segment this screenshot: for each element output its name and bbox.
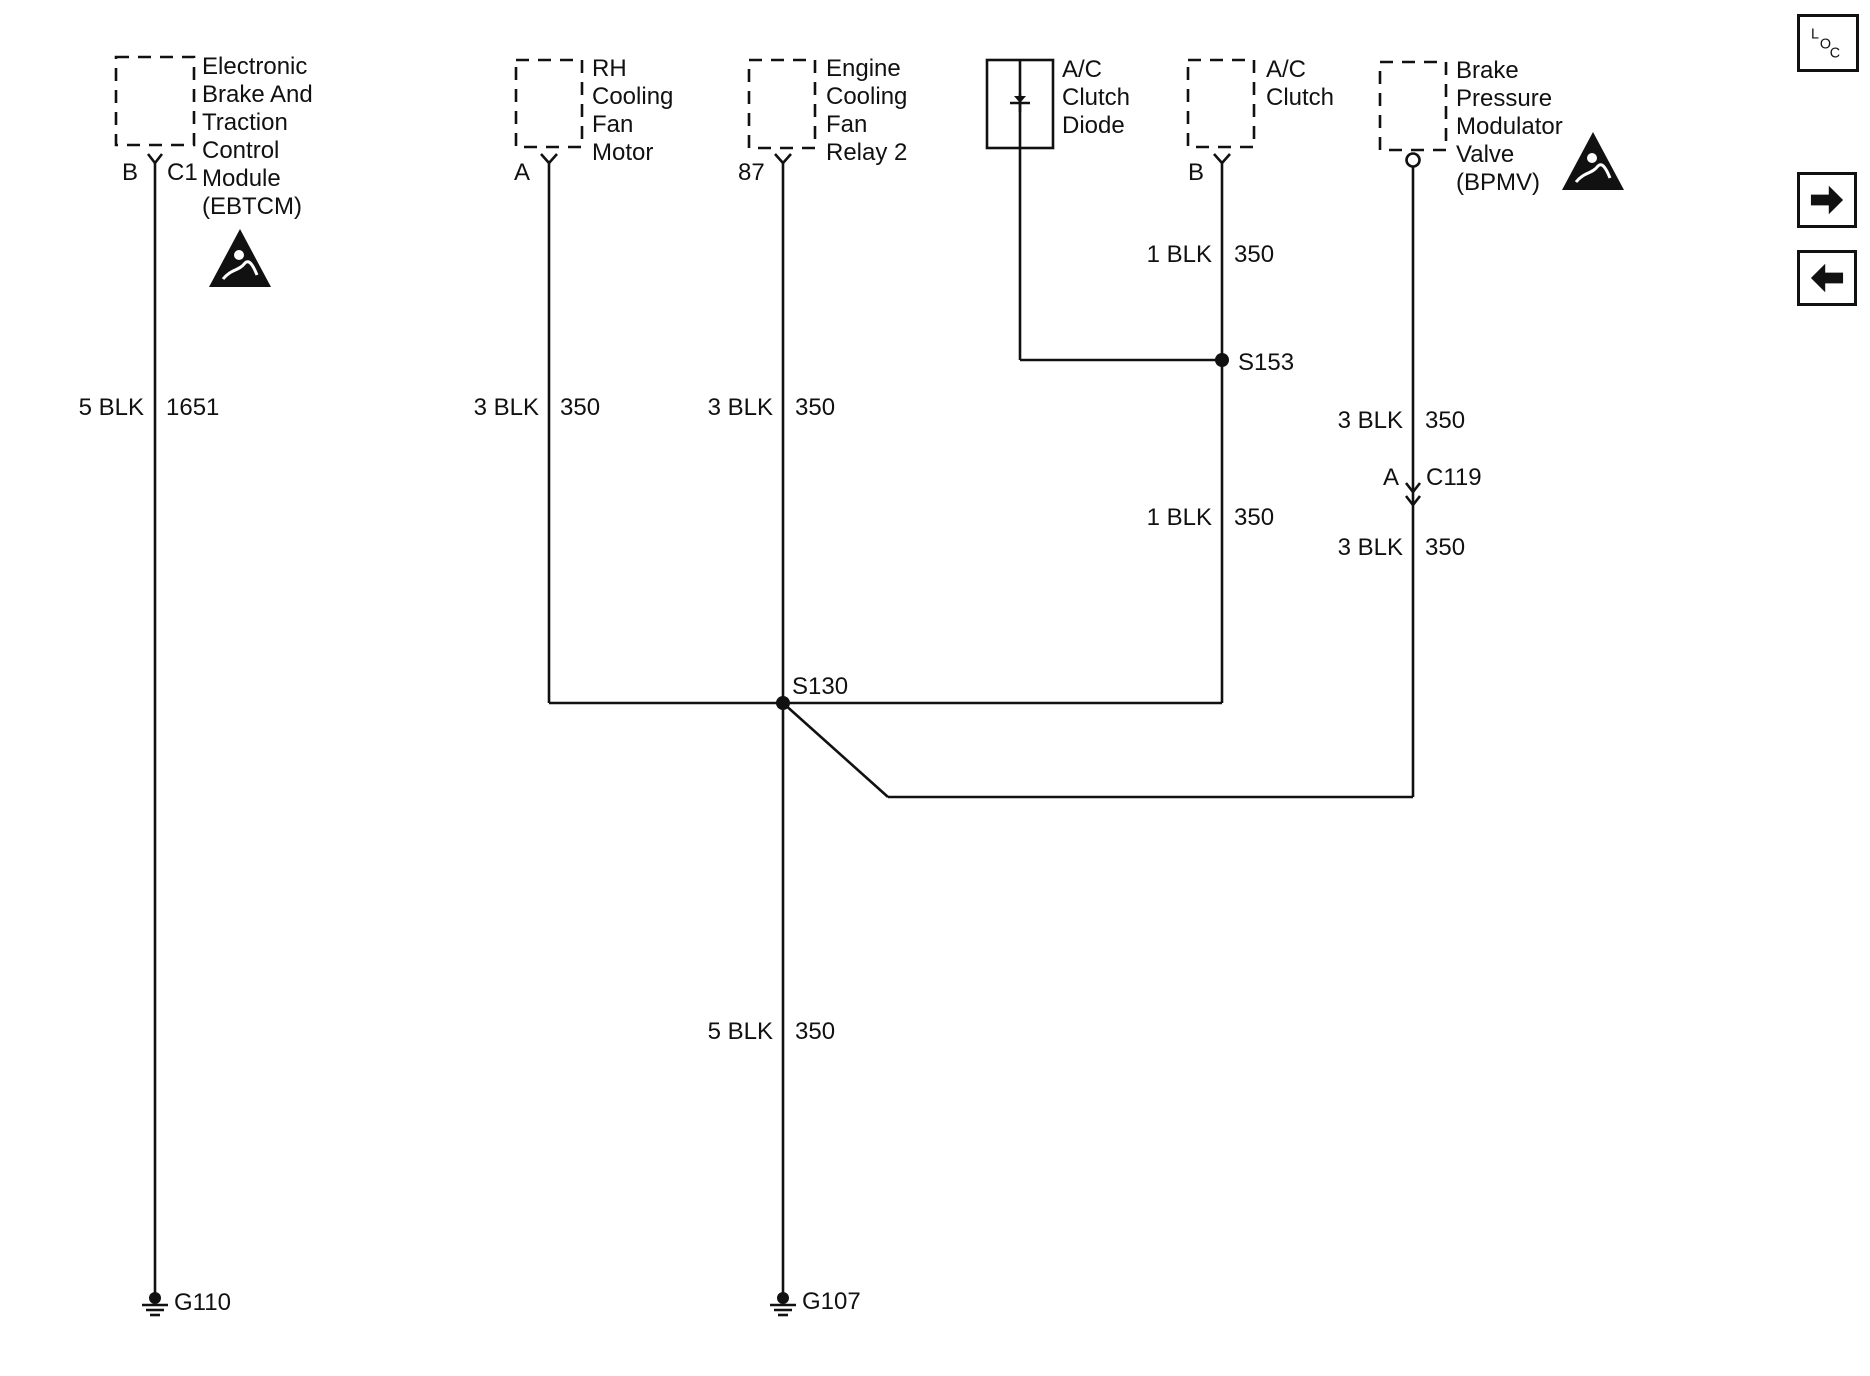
c119-connector-symbol bbox=[1404, 482, 1422, 508]
relay2-box bbox=[747, 58, 817, 150]
c119-pin: A bbox=[1383, 464, 1399, 491]
splice-s153-label: S153 bbox=[1238, 349, 1294, 376]
next-page-button[interactable] bbox=[1797, 172, 1857, 228]
ground-g107-label: G107 bbox=[802, 1288, 861, 1315]
ac-clutch-diode-label: A/C Clutch Diode bbox=[1062, 56, 1137, 139]
ground-main-size: 5 BLK bbox=[708, 1018, 773, 1045]
ebtcm-label: Electronic Brake And Traction Control Mo… bbox=[202, 53, 319, 220]
ebtcm-wire-size: 5 BLK bbox=[79, 394, 144, 421]
ebtcm-box bbox=[114, 55, 196, 147]
ebtcm-connector: C1 bbox=[167, 159, 198, 186]
ac-clutch-lower-circuit: 350 bbox=[1234, 504, 1274, 531]
bpmv-terminal bbox=[1405, 152, 1421, 168]
c119-label: C119 bbox=[1426, 464, 1482, 491]
component-locator-icon: L O C bbox=[1811, 27, 1840, 62]
arrow-right-icon bbox=[1810, 185, 1844, 215]
ground-symbol-icon bbox=[770, 1292, 796, 1317]
ac-clutch-lower-size: 1 BLK bbox=[1147, 504, 1212, 531]
ac-clutch-pin: B bbox=[1188, 159, 1204, 186]
bpmv-lower-size: 3 BLK bbox=[1338, 534, 1403, 561]
relay2-wire-size: 3 BLK bbox=[708, 394, 773, 421]
relay2-wire-circuit: 350 bbox=[795, 394, 835, 421]
rh-fan-wire-circuit: 350 bbox=[560, 394, 600, 421]
rh-fan-wire-size: 3 BLK bbox=[474, 394, 539, 421]
bpmv-box bbox=[1378, 60, 1448, 152]
relay2-label: Engine Cooling Fan Relay 2 bbox=[826, 55, 914, 166]
esd-sensitive-icon bbox=[1562, 132, 1624, 190]
rh-fan-pin: A bbox=[514, 159, 530, 186]
splice-s130-dot bbox=[776, 696, 790, 710]
relay2-pin: 87 bbox=[738, 159, 765, 186]
component-locator-button[interactable]: L O C bbox=[1797, 14, 1859, 72]
ac-clutch-upper-size: 1 BLK bbox=[1147, 241, 1212, 268]
ground-symbol-icon bbox=[142, 1292, 168, 1317]
svg-text:C: C bbox=[1830, 45, 1840, 61]
arrow-left-icon bbox=[1810, 263, 1844, 293]
ac-clutch-box bbox=[1186, 58, 1256, 149]
esd-sensitive-icon bbox=[209, 229, 271, 287]
ground-main-circuit: 350 bbox=[795, 1018, 835, 1045]
splice-s130-label: S130 bbox=[792, 673, 848, 700]
bpmv-lower-circuit: 350 bbox=[1425, 534, 1465, 561]
ac-clutch-label: A/C Clutch bbox=[1266, 56, 1334, 111]
bpmv-label: Brake Pressure Modulator Valve (BPMV) bbox=[1456, 57, 1569, 196]
splice-s153-dot bbox=[1215, 353, 1229, 367]
rh-fan-motor-label: RH Cooling Fan Motor bbox=[592, 55, 680, 166]
svg-text:O: O bbox=[1820, 36, 1831, 52]
ac-clutch-upper-circuit: 350 bbox=[1234, 241, 1274, 268]
wires bbox=[153, 60, 1415, 1295]
bpmv-upper-size: 3 BLK bbox=[1338, 407, 1403, 434]
ebtcm-pin: B bbox=[122, 159, 138, 186]
ebtcm-wire-circuit: 1651 bbox=[166, 394, 219, 421]
bpmv-upper-circuit: 350 bbox=[1425, 407, 1465, 434]
svg-text:L: L bbox=[1811, 27, 1819, 43]
connector-y-symbols bbox=[146, 153, 1231, 166]
ground-g110-label: G110 bbox=[174, 1289, 231, 1316]
rh-fan-motor-box bbox=[514, 58, 584, 149]
previous-page-button[interactable] bbox=[1797, 250, 1857, 306]
